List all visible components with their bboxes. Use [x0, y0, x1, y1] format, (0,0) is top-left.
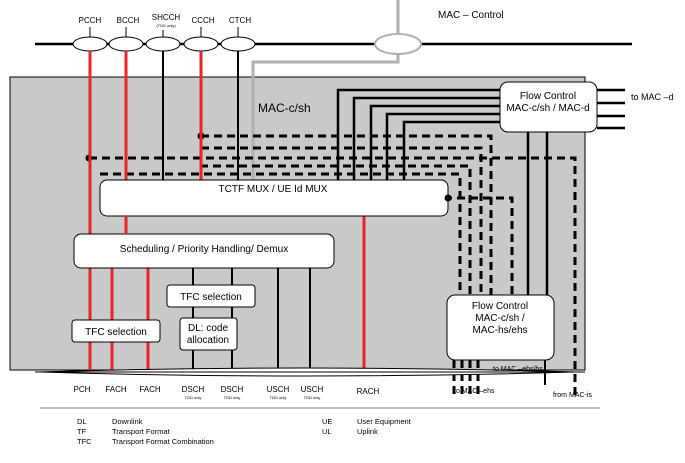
- bottom-channel-label: FACH: [139, 385, 161, 394]
- legend-abbr: UE: [322, 417, 332, 426]
- legend-text: User Equipment: [357, 417, 412, 426]
- mac-control-line: [251, 0, 400, 77]
- bottom-channel-sublabel: TDD only: [270, 395, 287, 400]
- legend-text: Transport Format: [112, 427, 171, 436]
- entity-title: MAC-c/sh: [258, 101, 311, 115]
- flow-control-bottom-line1: Flow Control: [472, 301, 528, 312]
- legend-abbr: UL: [322, 427, 332, 436]
- bottom-channel-label: USCH: [267, 385, 290, 394]
- flow-control-top-line1: Flow Control: [520, 91, 576, 102]
- red-channel-lines: [88, 51, 366, 370]
- flow-control-bottom-box: [446, 294, 555, 361]
- mac-control-label: MAC – Control: [438, 10, 504, 21]
- tctf-mux-junction: [444, 194, 452, 202]
- flow-control-bottom-line3: MAC-hs/ehs: [472, 325, 527, 336]
- top-channel-label: CCCH: [191, 16, 214, 25]
- legend-text: Uplink: [357, 427, 378, 436]
- bottom-channel-label: DSCH: [221, 385, 244, 394]
- dl-code-allocation-line2: allocation: [187, 335, 229, 346]
- bottom-channel-label: RACH: [357, 387, 380, 396]
- legend-abbr: TF: [77, 427, 87, 436]
- bottom-channel-label: PCH: [74, 385, 91, 394]
- to-mac-d-label: to MAC –d: [631, 92, 674, 102]
- tfc-selection-lower-box: [71, 319, 161, 343]
- scheduling-label: Scheduling / Priority Handling/ Demux: [120, 244, 288, 255]
- legend-abbr: DL: [77, 417, 87, 426]
- from-mac-is-label: from MAC-is: [553, 392, 592, 399]
- top-channel-label: SHCCH: [152, 13, 181, 22]
- bottom-channel-label: USCH: [301, 385, 324, 394]
- bcch-ellipse: [108, 36, 144, 52]
- tfc-selection-upper-box: [166, 284, 256, 308]
- top-channel-label: CTCH: [229, 16, 251, 25]
- top-channel-label: PCCH: [79, 16, 102, 25]
- to-mac-ehs-label: to MAC –ehs: [454, 388, 495, 395]
- bottom-channel-label: FACH: [105, 385, 127, 394]
- legend-abbr: TFC: [77, 437, 92, 446]
- solid-bus-lines: [336, 88, 625, 295]
- scheduling-box: [73, 233, 335, 269]
- top-channel-sublabel: (TDD only): [156, 23, 176, 28]
- flow-control-bottom-line2: MAC-c/sh /: [475, 313, 525, 324]
- mac-control-ellipse: [374, 33, 422, 55]
- tctf-mux-label: TCTF MUX / UE Id MUX: [219, 184, 328, 195]
- legend-text: Downlink: [112, 417, 143, 426]
- tfc-selection-lower-label: TFC selection: [85, 327, 147, 338]
- ctch-ellipse: [220, 36, 256, 52]
- top-channel-label: BCCH: [117, 16, 140, 25]
- bottom-channel-sublabel: TDD only: [304, 395, 321, 400]
- legend-text: Transport Format Combination: [112, 437, 214, 446]
- dl-code-allocation-box: [179, 317, 238, 351]
- bottom-channel-sublabel: TDD only: [185, 395, 202, 400]
- to-mac-ehs-hs-label: to MAC –ehs/hs: [493, 366, 543, 373]
- dashed-bus-lines: [89, 134, 577, 395]
- bottom-channel-sublabel: TDD only: [224, 395, 241, 400]
- top-channel-stubs: [89, 27, 239, 37]
- flow-control-top-box: [499, 81, 598, 133]
- bottom-channel-label: DSCH: [182, 385, 205, 394]
- tfc-selection-upper-label: TFC selection: [180, 292, 242, 303]
- pcch-ellipse: [72, 36, 108, 52]
- ccch-ellipse: [183, 36, 219, 52]
- shcch-ellipse: [145, 36, 181, 52]
- dl-code-allocation-line1: DL: code: [188, 323, 228, 334]
- flow-control-top-line2: MAC-c/sh / MAC-d: [506, 103, 589, 114]
- top-channel-ellipses: [72, 36, 256, 52]
